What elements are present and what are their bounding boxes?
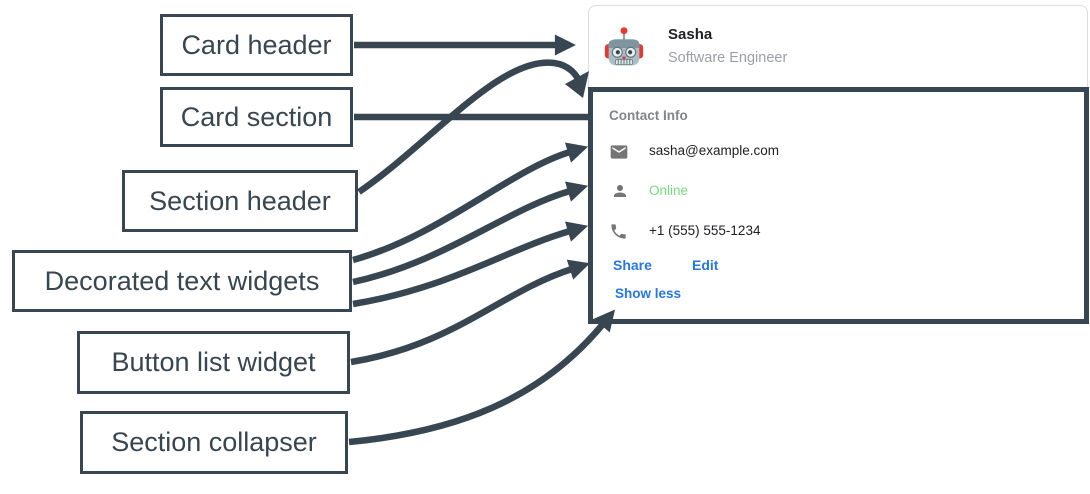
card-subtitle: Software Engineer	[668, 50, 788, 67]
edit-button[interactable]: Edit	[692, 257, 719, 273]
annotation-label-text: Card header	[181, 29, 332, 60]
decorated-text-widget-phone: +1 (555) 555-1234	[593, 222, 1084, 242]
card-header: Sasha Software Engineer	[589, 6, 1087, 87]
status-text: Online	[649, 183, 689, 198]
contact-card: Sasha Software Engineer Contact Info sas…	[588, 5, 1089, 324]
arrow-section-header-head	[565, 71, 589, 98]
arrow-decorated-text-1	[352, 142, 589, 264]
phone-text: +1 (555) 555-1234	[649, 223, 761, 238]
arrow-section-header	[357, 59, 586, 195]
decorated-text-widget-email: sasha@example.com	[593, 142, 1084, 162]
annotation-label-text: Button list widget	[111, 347, 316, 377]
arrow-button-list	[350, 259, 591, 366]
annotation-label-card-header: Card header	[160, 14, 353, 76]
card-section: Contact Info sasha@example.com Online	[588, 87, 1089, 324]
arrow-decorated-text-3	[352, 221, 589, 308]
decorated-text-widget-status: Online	[593, 182, 1084, 202]
annotation-label-section-collapser: Section collapser	[80, 411, 348, 474]
annotation-label-text: Section header	[149, 185, 331, 216]
annotation-label-button-list-widget: Button list widget	[77, 331, 350, 394]
person-icon	[611, 182, 631, 202]
button-list-widget: Share Edit	[593, 258, 1084, 276]
annotation-label-text: Section collapser	[111, 427, 317, 457]
card-title: Sasha	[668, 26, 713, 44]
annotation-label-section-header: Section header	[122, 170, 358, 232]
annotation-label-text: Card section	[180, 101, 333, 132]
annotation-label-decorated-text-widgets: Decorated text widgets	[12, 250, 352, 312]
arrow-section-collapser	[348, 309, 616, 446]
share-button[interactable]: Share	[613, 257, 652, 273]
arrow-decorated-text-2	[352, 181, 589, 286]
robot-avatar-icon	[601, 24, 647, 70]
email-text: sasha@example.com	[649, 143, 780, 158]
phone-icon	[609, 222, 629, 242]
annotation-label-text: Decorated text widgets	[44, 265, 320, 296]
email-icon	[609, 142, 629, 162]
annotation-label-card-section: Card section	[160, 87, 353, 147]
section-header: Contact Info	[609, 108, 688, 123]
section-collapser-button[interactable]: Show less	[615, 286, 682, 301]
